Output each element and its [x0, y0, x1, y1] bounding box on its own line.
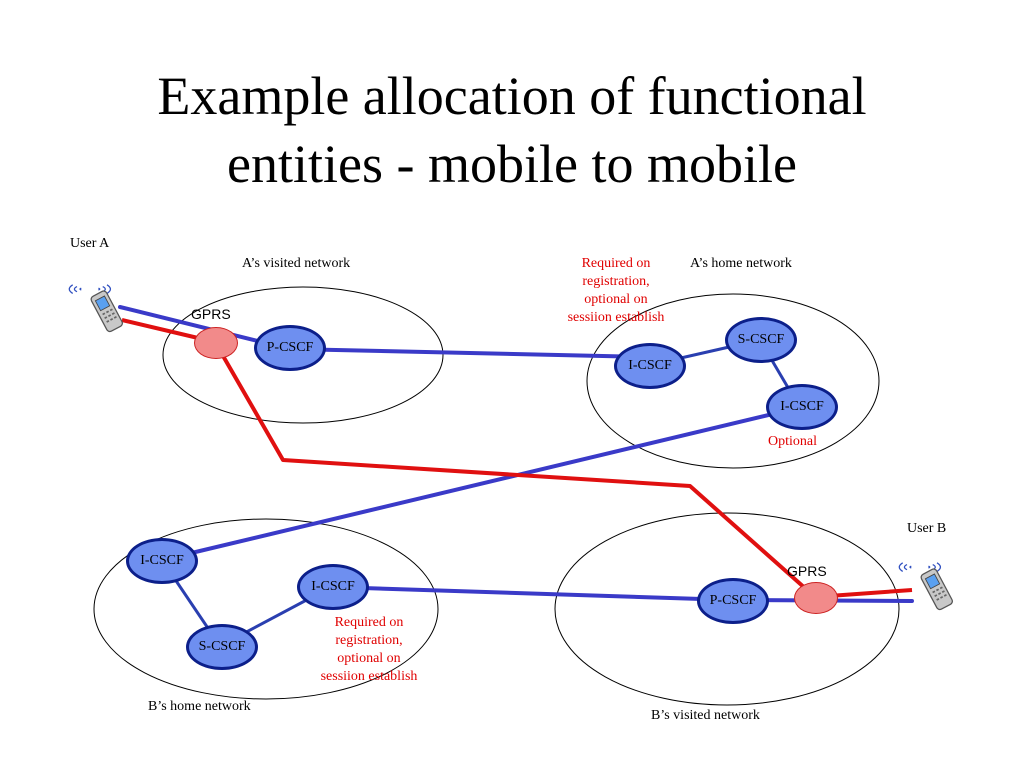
note-bottom-line: Required on [334, 615, 404, 630]
slide-title: Example allocation of functional entitie… [0, 62, 1024, 198]
a-gprs-label: GPRS [191, 306, 231, 322]
note-optional: Optional [768, 434, 817, 449]
note-bottom-required: Required on registration, optional on se… [305, 614, 433, 686]
b-scscf-label: S-CSCF [198, 639, 246, 654]
red-bearer-path [121, 318, 913, 599]
user-a-label: User A [70, 236, 110, 251]
b-gprs-node [794, 582, 838, 614]
a-icscf-optional-node: I-CSCF [766, 384, 838, 430]
mobile-phone-icon [898, 562, 954, 611]
note-top-line: registration, [582, 274, 650, 289]
b-visited-network-label: B’s visited network [651, 708, 760, 723]
title-line-1: Example allocation of functional [157, 66, 867, 126]
b-visited-network-ellipse [554, 512, 900, 706]
a-pcscf-label: P-CSCF [266, 340, 314, 355]
b-icscf2-node: I-CSCF [297, 564, 369, 610]
note-top-line: optional on [584, 292, 648, 307]
title-line-2: entities - mobile to mobile [227, 134, 797, 194]
note-top-line: sessiion establish [567, 310, 665, 325]
a-icscf-label: I-CSCF [628, 358, 672, 373]
a-scscf-label: S-CSCF [737, 332, 785, 347]
a-visited-network-ellipse [162, 286, 444, 424]
a-gprs-node [194, 327, 238, 359]
link-pcscf-icscf-a [288, 347, 652, 359]
a-home-network-label: A’s home network [690, 256, 792, 271]
note-top-line: Required on [581, 256, 651, 271]
a-visited-network-label: A’s visited network [242, 256, 351, 271]
a-home-network-ellipse [586, 293, 880, 469]
a-icscf-optional-label: I-CSCF [780, 399, 824, 414]
b-icscf-node: I-CSCF [126, 538, 198, 584]
b-scscf-node: S-CSCF [186, 624, 258, 670]
a-icscf-node: I-CSCF [614, 343, 686, 389]
a-scscf-node: S-CSCF [725, 317, 797, 363]
note-top-required: Required on registration, optional on se… [552, 255, 680, 327]
user-b-label: User B [907, 521, 947, 536]
mobile-phone-icon [68, 284, 124, 333]
b-pcscf-node: P-CSCF [697, 578, 769, 624]
note-bottom-line: sessiion establish [320, 669, 418, 684]
b-home-network-label: B’s home network [148, 699, 251, 714]
note-bottom-line: registration, [335, 633, 403, 648]
link-icscf-b-icscf-optional [160, 406, 800, 562]
b-icscf-label: I-CSCF [140, 553, 184, 568]
a-pcscf-node: P-CSCF [254, 325, 326, 371]
b-gprs-label: GPRS [787, 563, 827, 579]
note-bottom-line: optional on [337, 651, 401, 666]
b-home-network-ellipse [93, 518, 439, 700]
link-b-icscf-b2-pcscf [329, 585, 735, 602]
b-pcscf-label: P-CSCF [709, 593, 757, 608]
b-icscf2-label: I-CSCF [311, 579, 355, 594]
